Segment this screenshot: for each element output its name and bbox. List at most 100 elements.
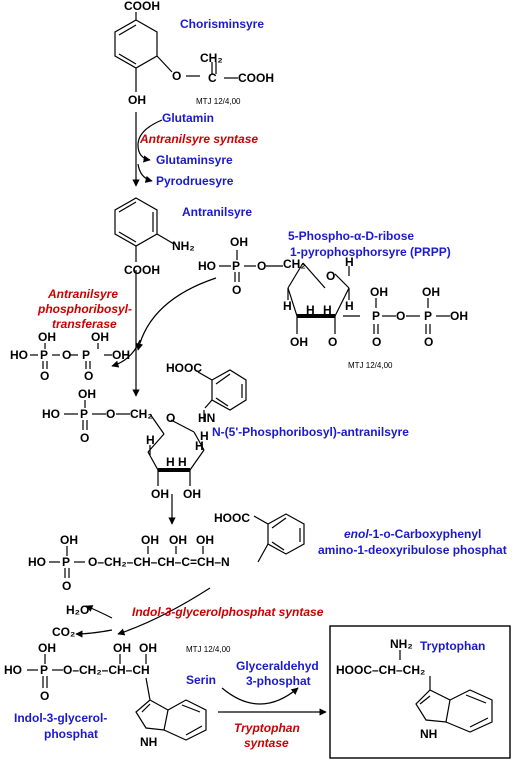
cdrp-label-enol: enol: [344, 527, 369, 541]
ppi-o2: O: [84, 369, 94, 383]
trp-nh2: NH₂: [390, 637, 413, 651]
prpp-o-link: O: [328, 335, 338, 349]
g3p-label-2: 3-phosphat: [246, 674, 311, 688]
igp-oh1: OH: [113, 641, 131, 655]
prt-label-2: phosphoribosyl-: [38, 302, 132, 316]
prpp-pb-oh2: OH: [450, 309, 468, 323]
pra-h1b: H: [195, 439, 204, 453]
prpp-bridge-o: O: [396, 309, 406, 323]
prpp-pa-oh: OH: [370, 285, 388, 299]
serine-label: Serin: [186, 673, 217, 687]
trp-synthase-label-1: Tryptophan: [234, 721, 300, 735]
trp-chain: HOOC–CH–CH₂: [336, 663, 426, 677]
anthranilate-ring: [114, 197, 175, 262]
ppi-p2: P: [82, 348, 91, 362]
pra-h2: H: [178, 455, 187, 469]
pra-hooc: HOOC: [166, 361, 202, 375]
anthranilate-cooh: COOH: [124, 263, 160, 277]
prpp-h1-top: H: [345, 255, 354, 269]
prpp-h3: H: [306, 303, 315, 317]
pra-h4: H: [146, 433, 155, 447]
glutamine-label: Glutamin: [162, 111, 215, 125]
prpp-p: P: [232, 259, 241, 273]
prpp-label-1: 5-Phospho-α-D-ribose: [288, 229, 415, 243]
pra-p-o: O: [80, 431, 90, 445]
pra-p-oh: OH: [78, 387, 96, 401]
igp-label-2: phosphat: [44, 727, 98, 741]
prpp-p-o: O: [232, 283, 242, 297]
igps-label: Indol-3-glycerolphosphat syntase: [132, 605, 324, 619]
prt-label-1: Antranilsyre: [48, 287, 119, 301]
pyruvate-label: Pyrodruesyre: [156, 174, 234, 188]
prpp-o: O: [257, 259, 267, 273]
igp-label-1: Indol-3-glycerol-: [14, 711, 108, 725]
pra-o: O: [106, 407, 116, 421]
cdrp-label-1-rest: -1-o-Carboxyphenyl: [368, 527, 482, 541]
ppi-oh1: OH: [38, 330, 56, 344]
prpp-ring-o: O: [326, 269, 336, 283]
igp-chain: O–CH₂–CH–CH: [63, 663, 150, 677]
prt-label-3: transferase: [52, 317, 117, 331]
chorismate-label: Chorisminsyre: [180, 17, 265, 31]
cdrp-p: P: [62, 555, 71, 569]
prpp-pb-oh: OH: [422, 285, 440, 299]
pra-hn: HN: [198, 411, 216, 425]
anthranilate-nh2: NH₂: [172, 239, 195, 253]
pra-p: P: [80, 407, 89, 421]
pra-oh2: OH: [183, 487, 201, 501]
credit-chorismate: MTJ 12/4,00: [196, 97, 241, 106]
water-label: H₂O: [66, 603, 90, 617]
cdrp-p-o: O: [62, 579, 72, 593]
cdrp-ho: HO: [28, 555, 46, 569]
pra-ho: HO: [42, 407, 60, 421]
chorismate-oh: OH: [128, 93, 146, 107]
prpp-h4: H: [283, 299, 292, 313]
pra-ring-o: O: [166, 411, 176, 425]
igp-indole: [135, 699, 207, 741]
co2-label: CO₂: [52, 625, 76, 639]
igp-oh2: OH: [139, 641, 157, 655]
pra-ch2: CH₂: [130, 407, 153, 421]
cdrp-ring: [253, 513, 305, 563]
ppi-oh3: OH: [112, 348, 130, 362]
igp-p: P: [40, 663, 49, 677]
anthranilate-label: Antranilsyre: [182, 205, 253, 219]
pra-h3: H: [166, 455, 175, 469]
prpp-h1: H: [345, 299, 354, 313]
igp-nh: NH: [140, 735, 158, 749]
prpp-label-2: 1-pyrophosphorsyre (PRPP): [290, 245, 451, 259]
cdrp-hooc: HOOC: [214, 511, 250, 525]
prpp-pb-o: O: [424, 335, 434, 349]
igp-p-oh: OH: [38, 641, 56, 655]
pra-h1: H: [200, 429, 209, 443]
cdrp-oh1: OH: [141, 533, 159, 547]
prpp-pb: P: [424, 309, 433, 323]
ppi-o1: O: [40, 369, 50, 383]
prpp-ho: HO: [198, 259, 216, 273]
chorismate-c: C: [208, 71, 217, 85]
g3p-label-1: Glyceraldehyd: [236, 659, 319, 673]
chorismate-cooh: COOH: [124, 0, 160, 13]
cdrp-label-2: amino-1-deoxyribulose phosphat: [318, 543, 507, 557]
trp-indole: [415, 689, 493, 733]
prpp-pa: P: [372, 309, 381, 323]
anthranilate-synthase-label: Antranilsyre syntase: [140, 132, 259, 146]
cdrp-chain: O–CH₂–CH–CH–C=CH–N: [88, 555, 230, 569]
chorismate-ether-o: O: [172, 69, 182, 83]
credit-igps: MTJ 12/4,00: [186, 645, 231, 654]
ppi-p1: P: [40, 348, 49, 362]
tryptophan-label: Tryptophan: [420, 639, 486, 653]
trp-synthase-label-2: syntase: [244, 736, 289, 750]
prpp-ch2: CH₂: [283, 257, 306, 271]
ppi-ho: HO: [10, 348, 28, 362]
chorismate-ring: [114, 12, 238, 92]
chorismate-ch2: CH₂: [200, 51, 223, 65]
prpp-h2: H: [323, 303, 332, 317]
prpp-oh3: OH: [290, 335, 308, 349]
cdrp-oh3: OH: [196, 533, 214, 547]
prpp-pa-o: O: [372, 335, 382, 349]
glutamate-label: Glutaminsyre: [156, 153, 233, 167]
igp-ho: HO: [4, 663, 22, 677]
